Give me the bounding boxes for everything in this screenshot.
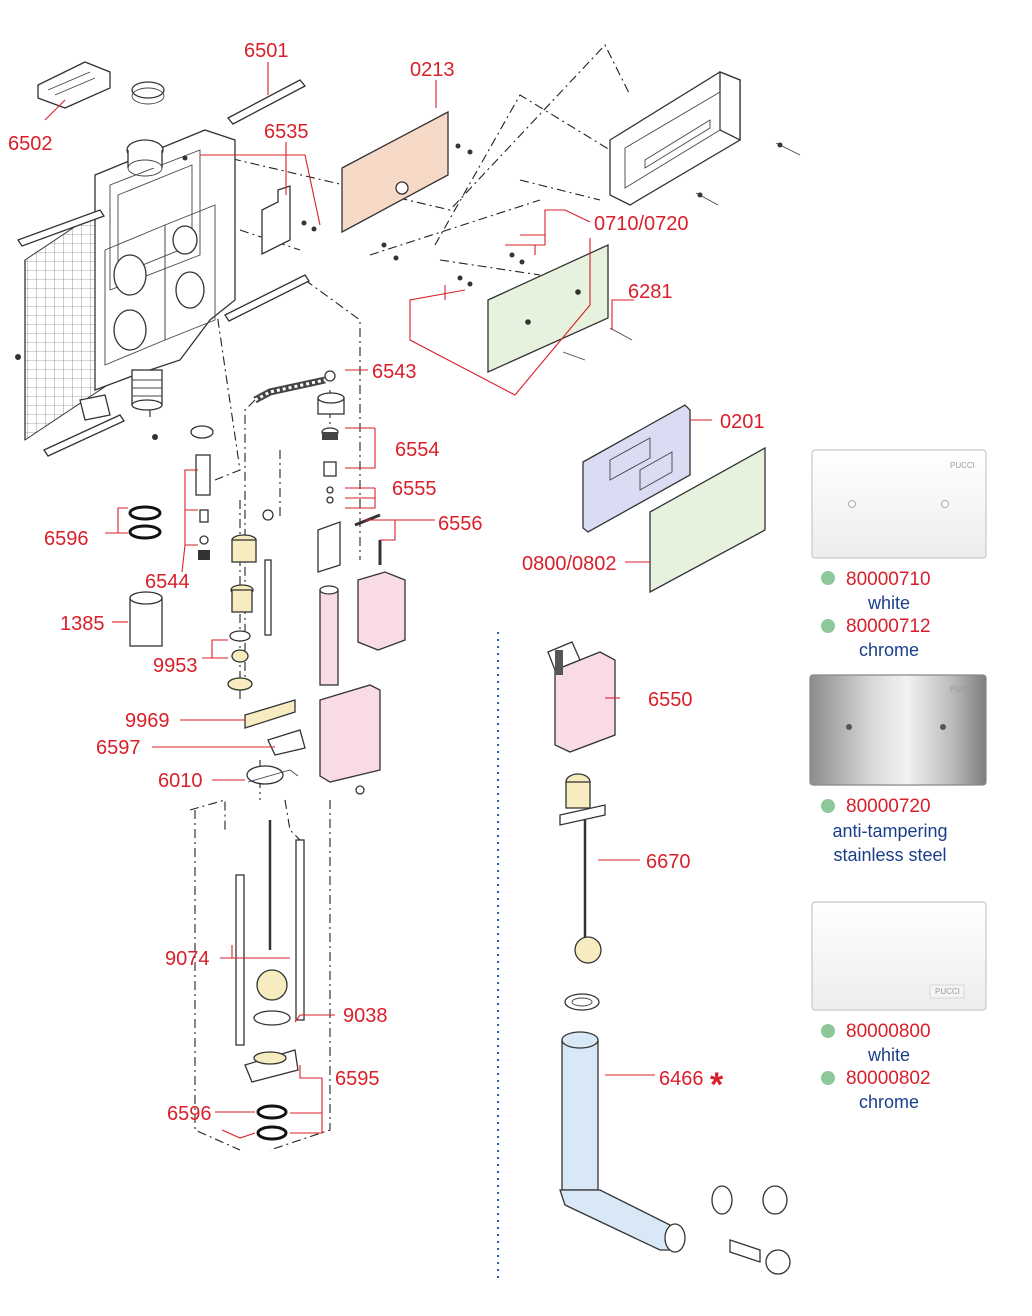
code-80000710: 80000710 <box>846 569 931 590</box>
label-6556: 6556 <box>438 513 483 535</box>
leader-lines <box>44 62 712 1139</box>
code-80000802: 80000802 <box>846 1068 931 1089</box>
flush-plate-steel: PUCCI <box>809 674 987 786</box>
cistern-frame <box>15 61 310 457</box>
label-6502: 6502 <box>8 133 53 155</box>
bullet-80000720 <box>821 799 835 813</box>
center-column-parts <box>227 509 306 785</box>
hose-6543 <box>253 370 336 404</box>
label-9074: 9074 <box>165 948 210 970</box>
wall-frame-box <box>609 71 801 206</box>
label-1385: 1385 <box>60 613 105 635</box>
label-6596-lower: 6596 <box>167 1103 212 1125</box>
label-6466: 6466 <box>659 1068 704 1090</box>
bullet-80000800 <box>821 1024 835 1038</box>
label-9969: 9969 <box>125 710 170 732</box>
label-9038: 9038 <box>343 1005 388 1027</box>
label-6543: 6543 <box>372 361 417 383</box>
assembly-guide-lines <box>129 44 631 1151</box>
label-6501: 6501 <box>244 40 289 62</box>
label-0800-0802: 0800/0802 <box>522 553 617 575</box>
label-6597: 6597 <box>96 737 141 759</box>
plate-captions: 80000710 white 80000712 chrome 80000720 … <box>821 569 948 1112</box>
code-80000800: 80000800 <box>846 1021 931 1042</box>
code-80000712: 80000712 <box>846 616 931 637</box>
desc-anti-tampering: anti-tampering <box>832 821 947 841</box>
label-6670: 6670 <box>646 851 691 873</box>
label-6550: 6550 <box>648 689 693 711</box>
label-6595: 6595 <box>335 1068 380 1090</box>
flush-mechanism-9074 <box>235 820 305 1141</box>
label-6535: 6535 <box>264 121 309 143</box>
plate-screw-left-2 <box>846 724 852 730</box>
label-0213: 0213 <box>410 59 455 81</box>
plate-brand-3: PUCCI <box>935 987 960 996</box>
label-6554: 6554 <box>395 439 440 461</box>
flush-pipe-6466 <box>559 993 791 1275</box>
plate-screw-left-1 <box>848 500 856 508</box>
green-panel-0710 <box>457 243 633 374</box>
float-valve-body <box>317 521 406 795</box>
mounting-plate-0213 <box>341 110 473 261</box>
desc-white-1: white <box>867 593 910 613</box>
float-6670 <box>559 773 606 964</box>
valve-unit-6550 <box>547 641 616 753</box>
bracket-6535 <box>261 185 317 256</box>
plate-screw-right-1 <box>941 500 949 508</box>
label-6544: 6544 <box>145 571 190 593</box>
bullet-80000802 <box>821 1071 835 1085</box>
part-labels: 6501 6502 6535 0213 0710/0720 6281 6543 … <box>8 40 765 1125</box>
plate-brand-2: PUCCI <box>950 685 975 694</box>
desc-chrome-2: chrome <box>859 1092 919 1112</box>
bullet-80000710 <box>821 571 835 585</box>
label-6596-upper: 6596 <box>44 528 89 550</box>
desc-white-2: white <box>867 1045 910 1065</box>
valve-parts <box>317 392 382 565</box>
desc-chrome-1: chrome <box>859 640 919 660</box>
actuator-frame-0201 <box>582 404 766 594</box>
label-6010: 6010 <box>158 770 203 792</box>
asterisk-mark: * <box>710 1066 724 1104</box>
plate-screw-right-2 <box>940 724 946 730</box>
label-6555: 6555 <box>392 478 437 500</box>
flush-plate-white-2: PUCCI <box>811 901 987 1011</box>
desc-stainless-steel: stainless steel <box>833 845 946 865</box>
label-9953: 9953 <box>153 655 198 677</box>
left-column-parts <box>128 425 214 647</box>
bullet-80000712 <box>821 619 835 633</box>
label-6281: 6281 <box>628 281 673 303</box>
flush-plate-white-1: PUCCI <box>811 449 987 559</box>
label-0201: 0201 <box>720 411 765 433</box>
code-80000720: 80000720 <box>846 796 931 817</box>
plate-brand-1: PUCCI <box>950 461 975 470</box>
label-0710-0720: 0710/0720 <box>594 213 689 235</box>
